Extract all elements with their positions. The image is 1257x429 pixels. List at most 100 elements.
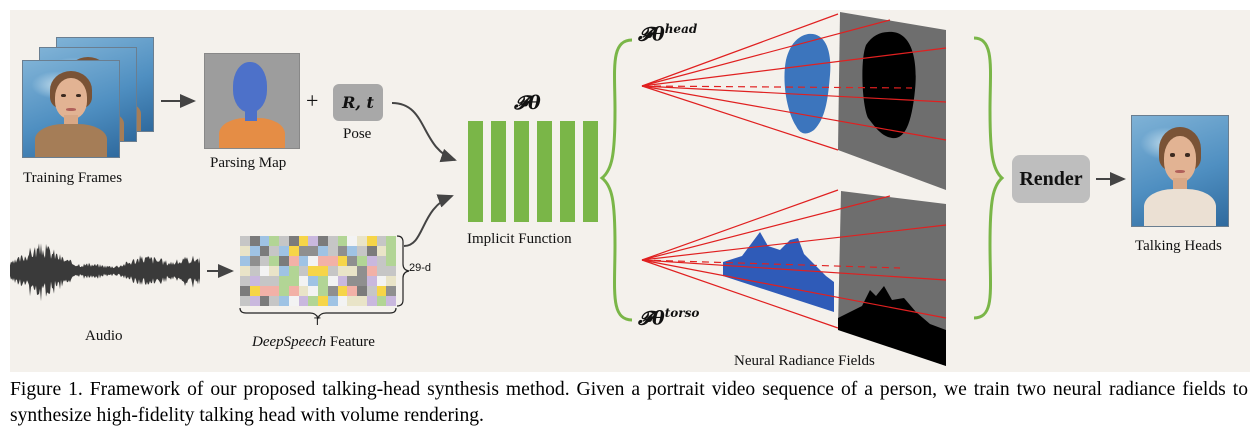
feature-cell	[357, 296, 367, 306]
training-frame-front	[22, 60, 120, 158]
feature-cell	[366, 246, 377, 256]
feature-cell	[308, 256, 318, 266]
feature-cell	[347, 296, 357, 306]
feature-cell	[259, 296, 270, 306]
feature-cell	[279, 246, 289, 256]
pose-box: R, t	[333, 84, 383, 121]
feature-cell	[240, 236, 250, 246]
feature-cell	[259, 266, 270, 276]
feature-cell	[288, 256, 299, 266]
audio-label: Audio	[85, 328, 123, 344]
feature-cell	[376, 286, 387, 296]
feature-cell	[347, 236, 357, 246]
left-field-brace	[599, 38, 633, 322]
feature-cell	[308, 286, 318, 296]
feature-cell	[249, 246, 260, 256]
feature-cell	[288, 236, 299, 246]
feature-cell	[386, 236, 396, 246]
feature-cell	[259, 286, 270, 296]
feature-cell	[327, 266, 338, 276]
feature-cell	[288, 286, 299, 296]
talking-heads-label: Talking Heads	[1135, 238, 1222, 254]
feature-cell	[279, 266, 289, 276]
feature-cell	[376, 266, 387, 276]
feature-cell	[249, 296, 260, 306]
feature-cell	[269, 266, 279, 276]
feature-dim-brace	[396, 235, 410, 307]
feature-cell	[337, 296, 348, 306]
feature-cell	[366, 296, 377, 306]
feature-cell	[240, 256, 250, 266]
feature-cell	[279, 256, 289, 266]
feature-cell	[376, 236, 387, 246]
feature-cell	[298, 276, 309, 286]
feature-cell	[318, 246, 328, 256]
feature-len-brace	[239, 307, 397, 320]
feature-cell	[357, 266, 367, 276]
feature-cell	[259, 276, 270, 286]
feature-cell	[357, 236, 367, 246]
talking-heads-image	[1131, 115, 1229, 227]
figure-caption: Figure 1. Framework of our proposed talk…	[10, 379, 1248, 426]
feature-cell	[347, 276, 357, 286]
feature-cell	[259, 256, 270, 266]
feature-cell	[366, 286, 377, 296]
pose-label: Pose	[343, 126, 372, 142]
deepspeech-feature-label: DeepSpeech Feature	[252, 334, 375, 350]
feature-cell	[279, 296, 289, 306]
feature-cell	[386, 266, 396, 276]
feature-cell	[298, 236, 309, 246]
feature-cell	[318, 236, 328, 246]
deepspeech-feature-grid	[240, 236, 396, 306]
torso-volume	[723, 232, 834, 312]
feature-cell	[376, 256, 387, 266]
feature-cell	[376, 246, 387, 256]
feature-cell	[347, 266, 357, 276]
feature-cell	[357, 256, 367, 266]
implicit-function-bars	[468, 121, 598, 222]
feature-dim-label: 29-d	[409, 262, 432, 274]
feature-cell	[240, 246, 250, 256]
feature-len-label: T	[314, 316, 321, 328]
audio-waveform	[10, 243, 200, 302]
parsing-map-label: Parsing Map	[210, 155, 287, 171]
mlp-bar	[537, 121, 552, 222]
feature-cell	[347, 256, 357, 266]
mlp-bar	[514, 121, 529, 222]
feature-cell	[269, 286, 279, 296]
feature-cell	[327, 246, 338, 256]
feature-cell	[376, 296, 387, 306]
feature-cell	[288, 296, 299, 306]
feature-cell	[347, 246, 357, 256]
feature-cell	[366, 236, 377, 246]
mlp-bar	[560, 121, 575, 222]
pose-symbol: R, t	[342, 93, 374, 112]
feature-cell	[318, 276, 328, 286]
mlp-bar	[491, 121, 506, 222]
parsing-map-image	[204, 53, 300, 149]
head-rays	[641, 13, 947, 151]
feature-cell	[240, 296, 250, 306]
feature-cell	[298, 286, 309, 296]
feature-cell	[318, 296, 328, 306]
render-box: Render	[1012, 155, 1090, 203]
feature-cell	[240, 276, 250, 286]
feature-cell	[357, 246, 367, 256]
feature-cell	[386, 246, 396, 256]
feature-cell	[337, 286, 348, 296]
neural-radiance-fields-label: Neural Radiance Fields	[734, 353, 875, 369]
feature-cell	[240, 266, 250, 276]
feature-cell	[269, 246, 279, 256]
feature-cell	[298, 296, 309, 306]
feature-cell	[327, 296, 338, 306]
right-field-brace	[973, 36, 1005, 320]
feature-cell	[337, 256, 348, 266]
feature-cell	[298, 266, 309, 276]
f-theta-label: 𝓕θ	[514, 92, 541, 114]
feature-cell	[376, 276, 387, 286]
feature-cell	[298, 246, 309, 256]
feature-cell	[240, 286, 250, 296]
feature-cell	[249, 266, 260, 276]
feature-cell	[386, 296, 396, 306]
